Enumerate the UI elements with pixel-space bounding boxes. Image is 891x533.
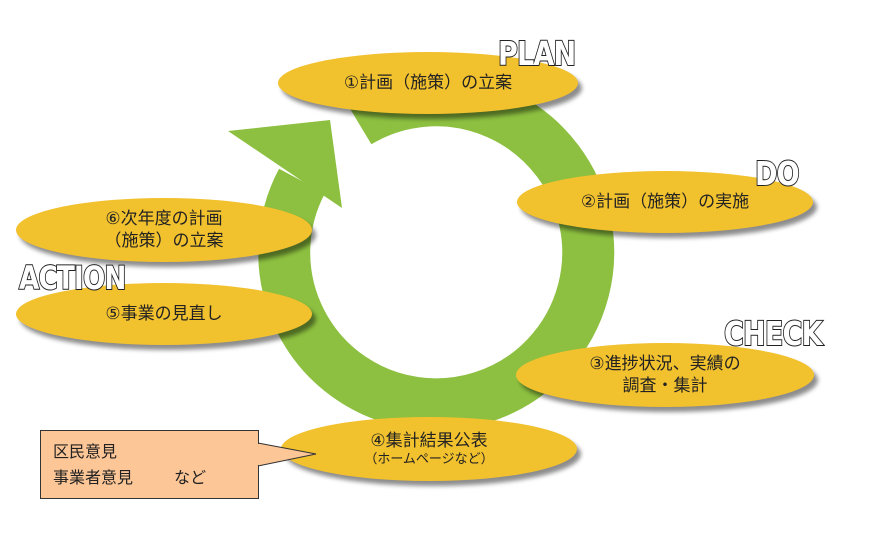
- step-4-label-line1: ④集計結果公表: [370, 430, 488, 451]
- step-5-label: ⑤事業の見直し: [105, 303, 223, 324]
- step-5-review-ellipse: ⑤事業の見直し: [16, 283, 312, 345]
- callout-line2-suffix: など: [174, 468, 207, 487]
- phase-plan-label: PLAN: [497, 33, 577, 74]
- step-6-next-plan-ellipse: ⑥次年度の計画 （施策）の立案: [16, 198, 312, 262]
- callout-line2-main: 事業者意見: [53, 468, 134, 487]
- step-3-label-line1: ③進捗状況、実績の: [589, 353, 741, 374]
- callout-line1: 区民意見: [53, 442, 118, 461]
- step-4-label-line2: （ホームページなど）: [364, 451, 494, 467]
- phase-action-label: ACTION: [18, 258, 127, 298]
- step-6-label-line2: （施策）の立案: [104, 231, 224, 251]
- cycle-arrowhead: [228, 120, 342, 208]
- step-1-plan-ellipse: ①計画（施策）の立案: [278, 52, 578, 114]
- step-2-do-ellipse: ②計画（施策）の実施: [517, 171, 813, 233]
- callout-box: 区民意見 事業者意見 など: [40, 430, 259, 499]
- step-2-label: ②計画（施策）の実施: [580, 191, 750, 212]
- phase-check-label: CHECK: [723, 313, 823, 354]
- step-6-label-line1: ⑥次年度の計画: [105, 208, 223, 229]
- phase-do-label: DO: [754, 153, 800, 194]
- callout-pointer-join: [257, 444, 260, 465]
- step-3-label-line2: 調査・集計: [622, 376, 708, 396]
- step-4-publish-ellipse: ④集計結果公表 （ホームページなど）: [281, 417, 577, 481]
- step-1-label: ①計画（施策）の立案: [343, 72, 513, 93]
- callout-line2: 事業者意見 など: [53, 465, 246, 491]
- step-3-check-ellipse: ③進捗状況、実績の 調査・集計: [516, 343, 814, 407]
